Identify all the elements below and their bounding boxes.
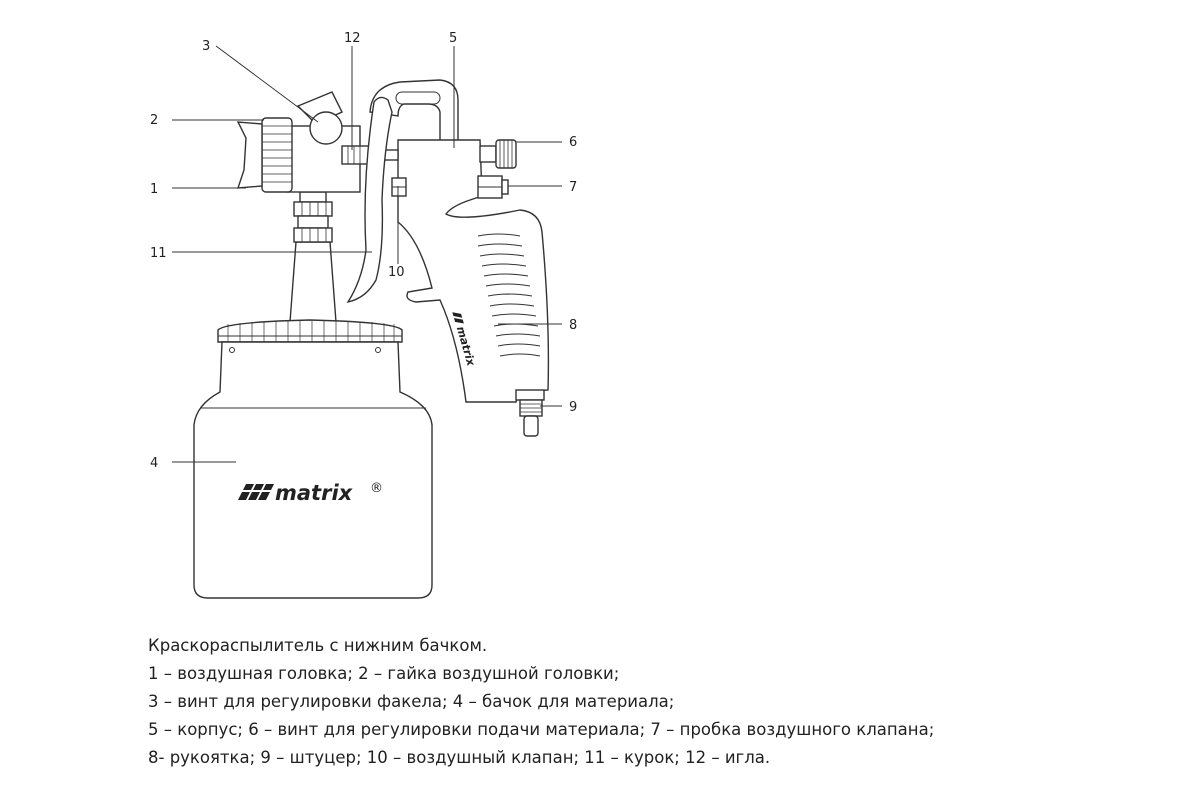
callout-5: 5	[449, 31, 457, 46]
head-assembly	[236, 91, 399, 193]
callout-8: 8	[569, 318, 577, 333]
gun-body: matrix	[369, 79, 550, 403]
callout-3: 3	[202, 39, 210, 54]
caption-line-1: 1 – воздушная головка; 2 – гайка воздушн…	[148, 664, 620, 683]
callout-7: 7	[569, 180, 577, 195]
cup-brand-mark: ®	[370, 481, 383, 496]
trigger	[346, 96, 393, 304]
caption-line-3: 5 – корпус; 6 – винт для регулировки под…	[148, 720, 935, 739]
caption-title: Краскораспылитель с нижним бачком.	[148, 636, 488, 655]
callout-9: 9	[569, 400, 577, 415]
caption-line-4: 8- рукоятка; 9 – штуцер; 10 – воздушный …	[148, 748, 771, 767]
cup-logo: matrix ®	[238, 481, 383, 505]
caption-line-2: 3 – винт для регулировки факела; 4 – бач…	[148, 692, 675, 711]
fluid-adjustment-screw	[479, 139, 517, 169]
callout-4: 4	[150, 456, 158, 471]
fluid-connector	[293, 191, 333, 243]
legend-caption: Краскораспылитель с нижним бачком. 1 – в…	[148, 632, 1188, 772]
callout-12: 12	[344, 31, 361, 46]
air-valve-plug	[477, 175, 509, 199]
cup-brand-text: matrix	[275, 481, 354, 505]
callout-labels: 1 2 3 4 5 6 7 8 9 10 11 12	[150, 31, 577, 471]
callout-11: 11	[150, 246, 167, 261]
leader-lines	[172, 45, 562, 463]
callout-1: 1	[150, 182, 158, 197]
paint-cup	[193, 241, 433, 599]
air-fitting	[515, 389, 545, 437]
callout-10: 10	[388, 265, 405, 280]
air-valve	[391, 177, 407, 197]
callout-6: 6	[569, 135, 577, 150]
callout-2: 2	[150, 113, 158, 128]
